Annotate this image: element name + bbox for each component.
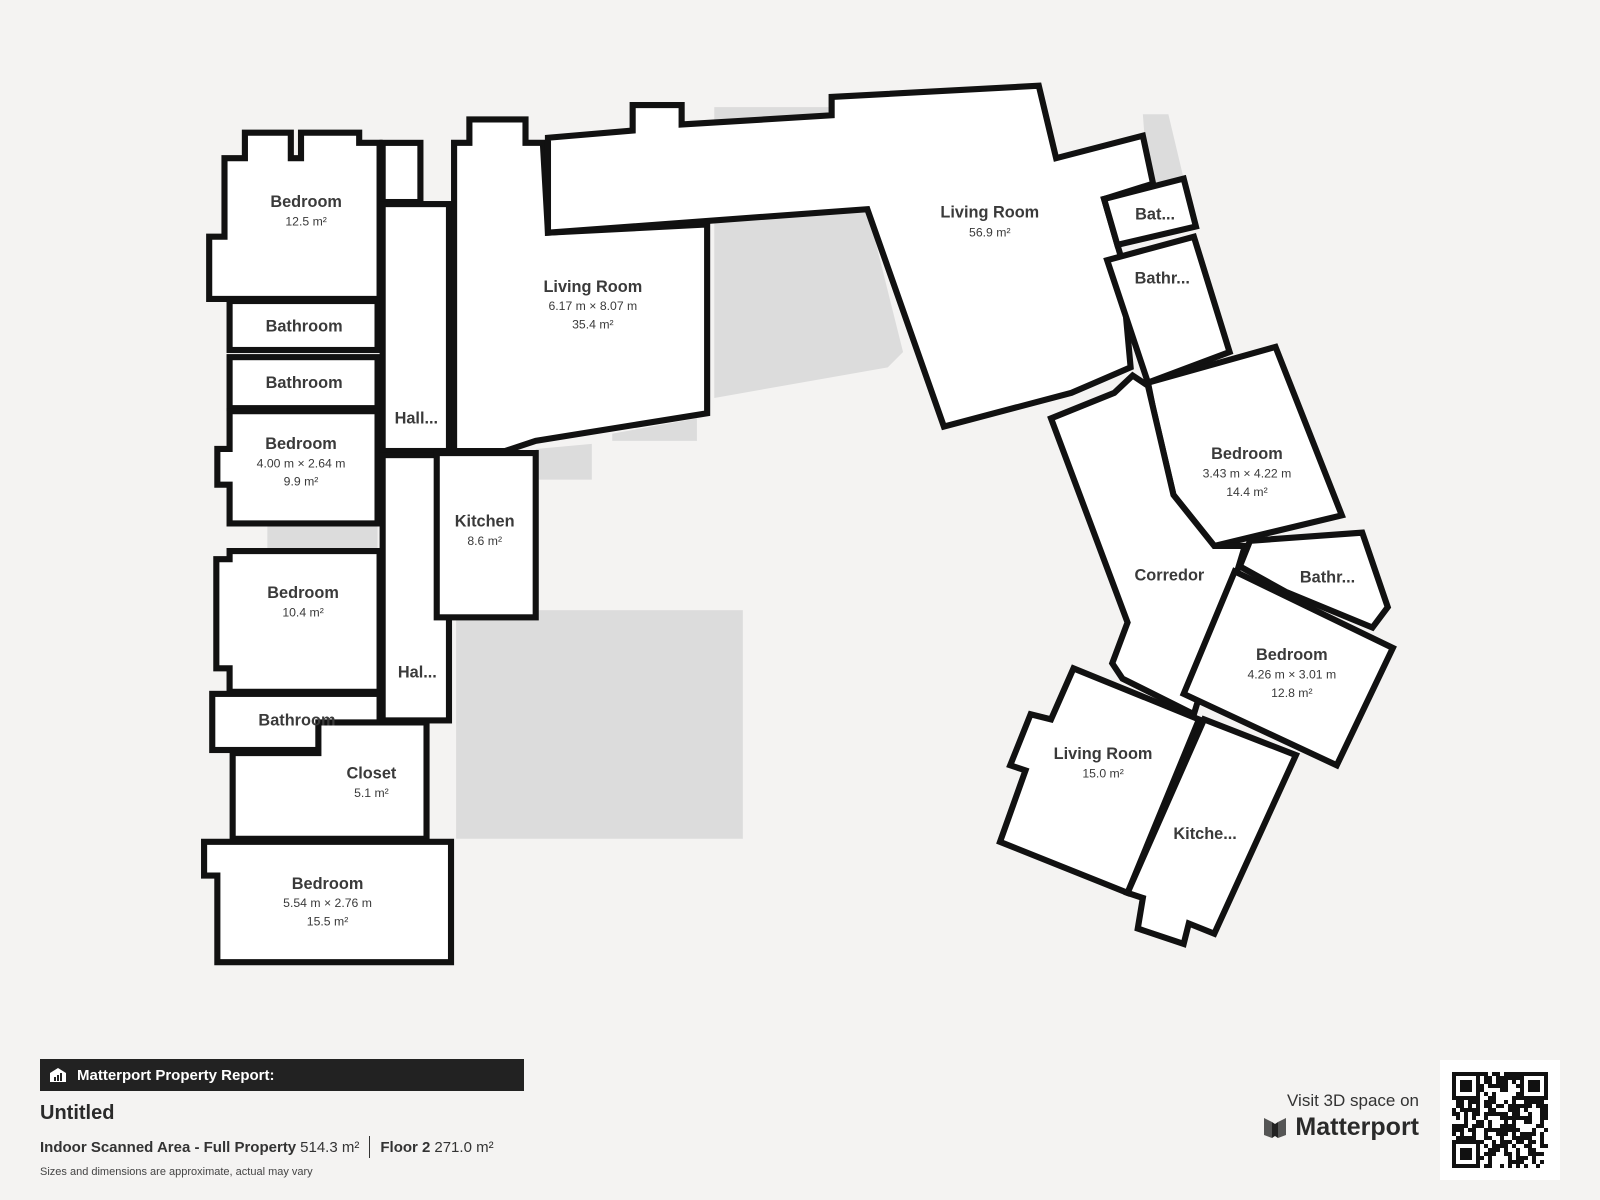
room-area: 5.1 m² [354, 786, 389, 800]
room-label: Bat... [1135, 205, 1175, 223]
room-area: 12.8 m² [1271, 686, 1312, 700]
room-area: 12.5 m² [285, 215, 326, 229]
room-dimensions: 4.00 m × 2.64 m [257, 456, 346, 470]
room-bathroom-4[interactable] [1100, 174, 1200, 249]
room-bedroom-2[interactable] [214, 408, 381, 527]
indoor-area-label: Indoor Scanned Area - Full Property [40, 1138, 297, 1156]
room-dimensions: 3.43 m × 4.22 m [1203, 467, 1292, 481]
room-area: 8.6 m² [467, 534, 502, 548]
room-area: 9.9 m² [284, 475, 319, 489]
room-area: 56.9 m² [969, 226, 1010, 240]
property-title: Untitled [40, 1102, 115, 1124]
indoor-area-value: 514.3 m² [300, 1138, 360, 1156]
brand-name: Matterport [1295, 1113, 1419, 1141]
room-labels: Bedroom 12.5 m² Bathroom Bathroom Bedroo… [257, 193, 1356, 928]
room-bathroom-6[interactable] [1235, 529, 1392, 632]
room-hallway-1[interactable] [379, 201, 453, 455]
room-kitchen-1[interactable] [433, 450, 539, 621]
room-label: Bathroom [258, 712, 335, 730]
room-label: Hall... [395, 409, 439, 427]
room-label: Kitchen [455, 513, 515, 531]
room-label: Corredor [1134, 567, 1204, 585]
room-bathroom-1[interactable] [226, 297, 381, 354]
room-dimensions: 5.54 m × 2.76 m [283, 896, 372, 910]
floor-area-value: 271.0 m² [434, 1138, 494, 1156]
room-label: Living Room [543, 278, 642, 296]
disclaimer: Sizes and dimensions are approximate, ac… [40, 1166, 313, 1178]
room-area: 10.4 m² [282, 605, 323, 619]
qr-code-image [1452, 1072, 1548, 1168]
matterport-logo[interactable]: Matterport [1262, 1113, 1419, 1142]
room-label: Bathr... [1300, 569, 1355, 587]
report-label: Matterport Property Report: [77, 1066, 275, 1084]
room-bedroom-1[interactable] [206, 129, 383, 303]
room-label: Bedroom [265, 435, 337, 453]
room-bathroom-5[interactable] [1103, 233, 1234, 387]
room-bedroom-3[interactable] [213, 547, 383, 695]
room-label: Living Room [1054, 745, 1153, 763]
room-label: Hal... [398, 664, 437, 682]
room-small-closet[interactable] [379, 139, 424, 206]
room-label: Closet [346, 765, 396, 783]
room-dimensions: 4.26 m × 3.01 m [1247, 668, 1336, 682]
room-area: 14.4 m² [1226, 485, 1267, 499]
room-label: Bathroom [266, 318, 343, 336]
room-corridor[interactable] [1047, 371, 1250, 719]
room-label: Bathroom [266, 374, 343, 392]
room-label: Bedroom [267, 584, 339, 602]
matterport-icon [1264, 1117, 1287, 1138]
room-bedroom-4[interactable] [201, 838, 455, 966]
area-summary: Indoor Scanned Area - Full Property 514.… [40, 1136, 494, 1158]
room-label: Bedroom [292, 875, 364, 893]
qr-code[interactable] [1440, 1060, 1560, 1180]
room-area: 15.5 m² [307, 915, 348, 929]
floor-label: Floor 2 [380, 1138, 431, 1156]
room-label: Bedroom [1211, 445, 1283, 463]
building-chart-icon [50, 1068, 66, 1082]
visit-text: Visit 3D space on [1287, 1091, 1419, 1110]
room-dimensions: 6.17 m × 8.07 m [548, 299, 637, 313]
room-living-room-2[interactable] [544, 82, 1157, 431]
rooms [201, 82, 1397, 966]
room-label: Living Room [940, 203, 1039, 221]
room-area: 15.0 m² [1082, 767, 1123, 781]
room-label: Kitche... [1173, 825, 1236, 843]
room-bedroom-6[interactable] [1179, 567, 1397, 770]
room-label: Bedroom [270, 193, 342, 211]
room-area: 35.4 m² [572, 318, 613, 332]
divider [369, 1136, 371, 1158]
report-header-bar: Matterport Property Report: [40, 1059, 524, 1091]
room-kitchen-2[interactable] [1123, 715, 1301, 948]
room-label: Bedroom [1256, 646, 1328, 664]
room-label: Bathr... [1135, 270, 1190, 288]
